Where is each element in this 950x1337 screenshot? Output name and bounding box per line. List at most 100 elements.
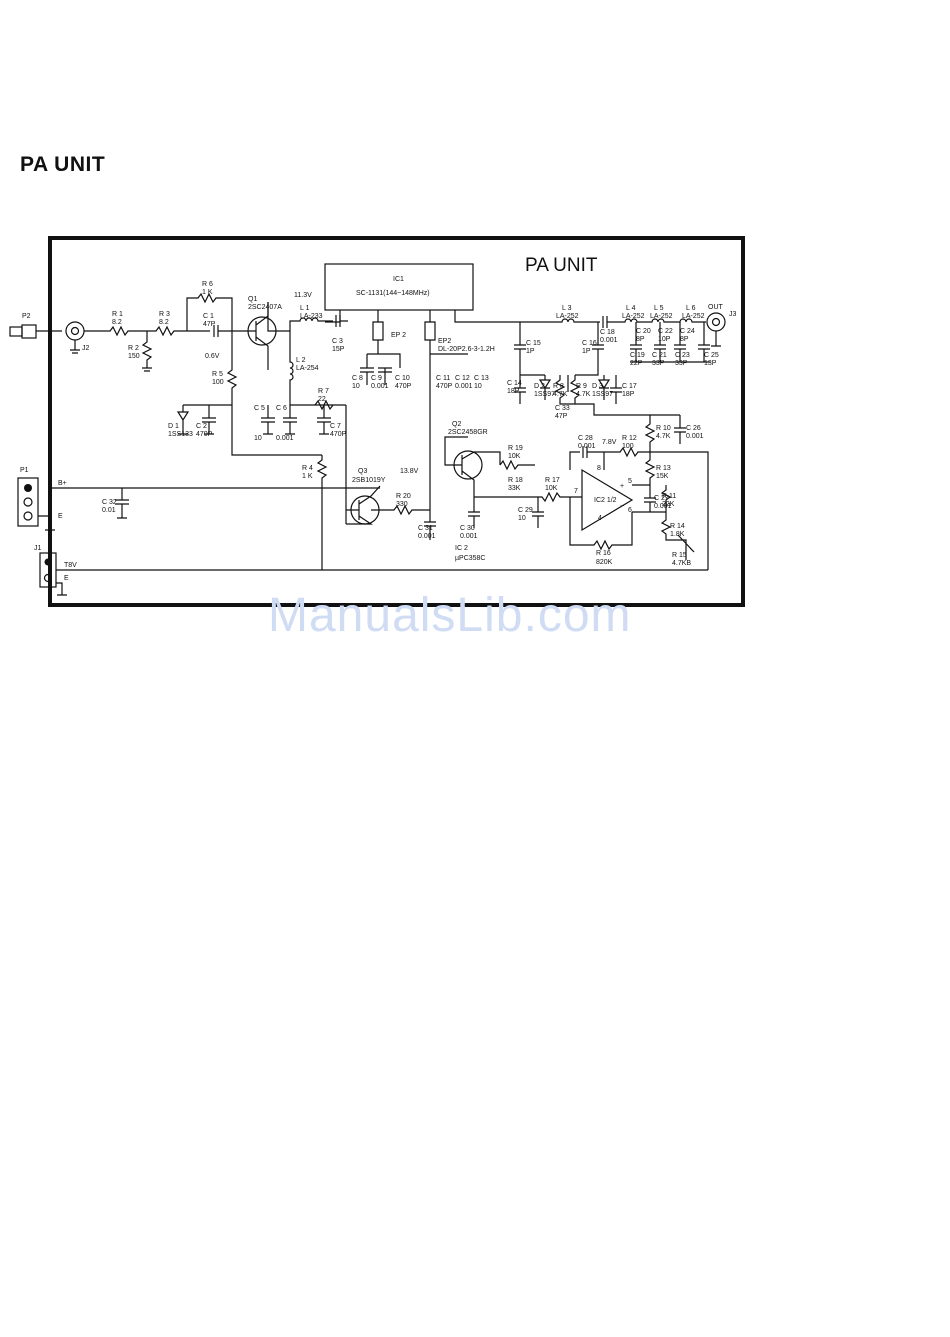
- svg-text:15P: 15P: [332, 346, 345, 353]
- svg-text:0.001: 0.001: [578, 443, 596, 450]
- svg-text:33P: 33P: [652, 360, 665, 367]
- svg-text:C 2: C 2: [196, 423, 207, 430]
- svg-text:0.001: 0.001: [371, 383, 389, 390]
- svg-text:8.2: 8.2: [112, 319, 122, 326]
- svg-text:P2: P2: [22, 313, 31, 320]
- svg-text:2SC2458GR: 2SC2458GR: [448, 429, 488, 436]
- svg-text:C 25: C 25: [704, 352, 719, 359]
- svg-text:8: 8: [597, 465, 601, 472]
- svg-text:10: 10: [474, 383, 482, 390]
- svg-text:C 32: C 32: [102, 499, 117, 506]
- page-title: PA UNIT: [20, 153, 106, 176]
- svg-text:Q2: Q2: [452, 421, 461, 428]
- svg-text:L 2: L 2: [296, 357, 306, 364]
- svg-text:15K: 15K: [656, 473, 669, 480]
- svg-text:1 K: 1 K: [302, 473, 313, 480]
- svg-text:100: 100: [622, 443, 634, 450]
- svg-text:0.001: 0.001: [600, 337, 618, 344]
- svg-text:µPC358C: µPC358C: [455, 555, 486, 562]
- svg-text:10P: 10P: [658, 336, 671, 343]
- svg-text:2SC2407A: 2SC2407A: [248, 304, 282, 311]
- j2-connector: J2: [65, 321, 90, 354]
- svg-text:33K: 33K: [508, 485, 521, 492]
- svg-text:5: 5: [628, 478, 632, 485]
- svg-text:1P: 1P: [582, 348, 591, 355]
- svg-text:47P: 47P: [203, 321, 216, 328]
- j1-connector: J1 T8V E: [34, 545, 708, 596]
- svg-text:22: 22: [318, 396, 326, 403]
- svg-text:C 9: C 9: [371, 375, 382, 382]
- svg-text:R 2: R 2: [128, 345, 139, 352]
- svg-text:0.001: 0.001: [460, 533, 478, 540]
- svg-text:L 5: L 5: [654, 305, 664, 312]
- svg-text:2SB1019Y: 2SB1019Y: [352, 477, 386, 484]
- svg-text:330: 330: [396, 501, 408, 508]
- svg-text:B+: B+: [58, 480, 67, 487]
- svg-text:L 1: L 1: [300, 305, 310, 312]
- svg-text:R 18: R 18: [508, 477, 523, 484]
- svg-text:1 K: 1 K: [202, 289, 213, 296]
- svg-text:R 11: R 11: [662, 493, 676, 500]
- svg-text:C 23: C 23: [675, 352, 690, 359]
- svg-text:R 13: R 13: [656, 465, 671, 472]
- svg-text:820K: 820K: [596, 559, 613, 566]
- svg-text:0.01: 0.01: [102, 507, 116, 514]
- svg-text:10: 10: [518, 515, 526, 522]
- svg-text:C 15: C 15: [526, 340, 541, 347]
- svg-text:EP2: EP2: [438, 338, 451, 345]
- svg-text:R 16: R 16: [596, 550, 611, 557]
- svg-text:1SS97: 1SS97: [592, 391, 613, 398]
- svg-text:8.2: 8.2: [159, 319, 169, 326]
- svg-text:C 20: C 20: [636, 328, 651, 335]
- svg-text:C 7: C 7: [330, 423, 341, 430]
- svg-text:C 16: C 16: [582, 340, 597, 347]
- svg-text:R 9: R 9: [576, 383, 587, 390]
- svg-text:LA-252: LA-252: [682, 313, 705, 320]
- svg-text:18P: 18P: [622, 391, 635, 398]
- svg-text:0.001: 0.001: [654, 503, 672, 510]
- svg-text:Q1: Q1: [248, 296, 257, 303]
- svg-text:L 6: L 6: [686, 305, 696, 312]
- q1-transistor: Q1 2SC2407A: [245, 296, 282, 370]
- svg-text:R 3: R 3: [159, 311, 170, 318]
- svg-text:4: 4: [598, 515, 602, 522]
- svg-text:J3: J3: [729, 311, 737, 318]
- svg-text:1SS133: 1SS133: [168, 431, 193, 438]
- svg-text:D 1: D 1: [168, 423, 179, 430]
- svg-text:7.8V: 7.8V: [602, 439, 617, 446]
- svg-text:R 10: R 10: [656, 425, 671, 432]
- svg-text:22K: 22K: [662, 501, 675, 508]
- svg-text:11.3V: 11.3V: [294, 292, 312, 299]
- svg-text:7: 7: [574, 488, 578, 495]
- svg-text:C 6: C 6: [276, 405, 287, 412]
- svg-text:C 26: C 26: [686, 425, 701, 432]
- svg-text:D 3: D 3: [592, 383, 603, 390]
- svg-text:0.001: 0.001: [276, 435, 294, 442]
- svg-text:P1: P1: [20, 467, 29, 474]
- svg-text:C 21: C 21: [652, 352, 667, 359]
- watermark-text: ManualsLib.com: [268, 589, 632, 642]
- svg-text:47P: 47P: [555, 413, 568, 420]
- svg-text:R 17: R 17: [545, 477, 560, 484]
- svg-text:R 6: R 6: [202, 281, 213, 288]
- svg-text:R 14: R 14: [670, 523, 685, 530]
- svg-text:0.001: 0.001: [686, 433, 704, 440]
- svg-text:R 8: R 8: [553, 383, 564, 390]
- ic2-opamp: IC2 1/2 8 5 7 6 4 + − IC 2 µPC358C: [455, 465, 634, 562]
- svg-text:8P: 8P: [636, 336, 645, 343]
- svg-text:C 3: C 3: [332, 338, 343, 345]
- svg-text:R 4: R 4: [302, 465, 313, 472]
- ic1-module: [324, 263, 474, 311]
- svg-text:0.001: 0.001: [455, 383, 473, 390]
- svg-text:C 11: C 11: [436, 375, 450, 382]
- svg-text:4.7K: 4.7K: [576, 391, 591, 398]
- p1-connector: P1 B+ E: [17, 467, 67, 531]
- svg-text:C 28: C 28: [578, 435, 593, 442]
- svg-text:C 17: C 17: [622, 383, 637, 390]
- svg-text:C 18: C 18: [600, 329, 615, 336]
- svg-text:100: 100: [212, 379, 224, 386]
- svg-text:IC 2: IC 2: [455, 545, 468, 552]
- svg-text:C 13: C 13: [474, 375, 489, 382]
- svg-text:C 31: C 31: [418, 525, 433, 532]
